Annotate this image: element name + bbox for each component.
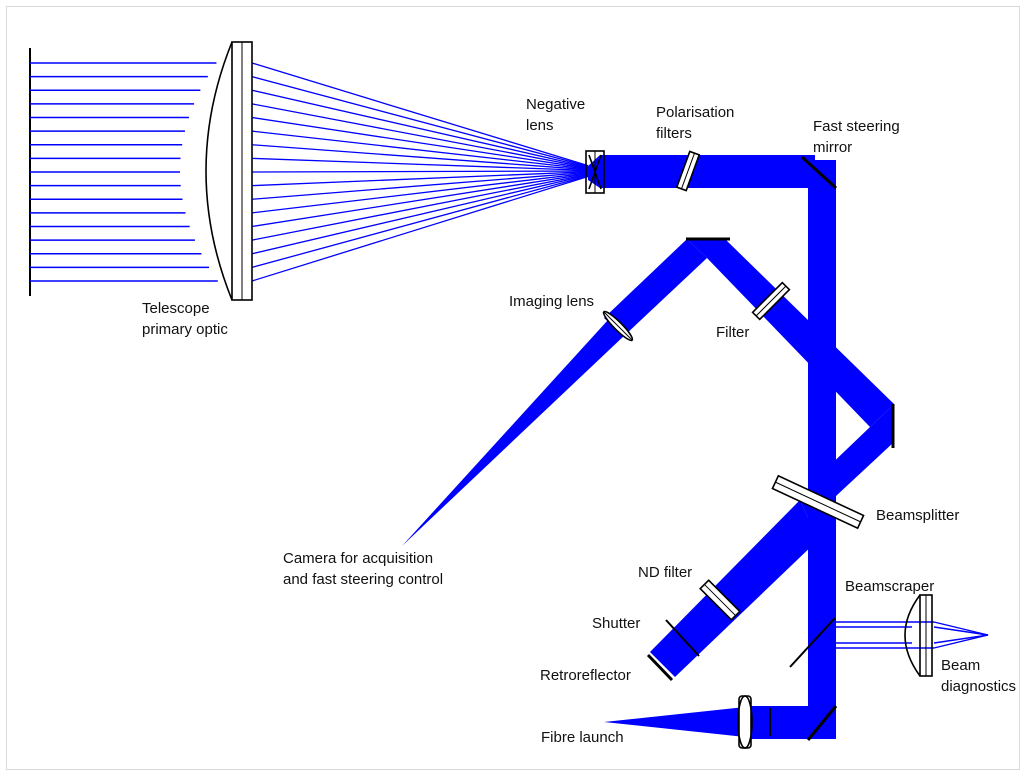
label-polarisation-filters: Polarisation filters [656,102,734,144]
label-nd-filter: ND filter [638,562,692,583]
label-imaging-lens: Imaging lens [509,291,594,312]
main-beam [588,155,836,739]
label-beam-diagnostics: Beam diagnostics [941,655,1016,697]
converging-ray [251,172,589,214]
label-fibre-launch: Fibre launch [541,727,624,748]
nd-filter [699,579,741,621]
converging-ray [251,130,589,170]
converging-ray [251,157,589,172]
label-filter: Filter [716,322,749,343]
fibre-launch-lens [737,695,771,749]
diagnostic-beam-path [402,239,894,677]
converging-ray [251,75,589,167]
beam-diagnostics-path [826,621,989,649]
converging-ray [251,144,589,171]
label-line: Fibre launch [541,729,624,746]
label-line: Telescope [142,300,210,317]
telescope-primary-optic [205,41,253,301]
converging-ray [251,175,589,282]
beam-diagnostics-lens [904,594,933,677]
negative-lens [585,150,605,194]
label-line: and fast steering control [283,571,444,588]
label-line: Camera for acquisition [283,550,434,567]
label-line: Shutter [592,615,641,632]
beamsplitter [771,474,865,530]
converging-ray [251,170,589,173]
converging-ray [251,103,589,169]
label-fast-steering-mirror: Fast steering mirror [813,116,900,158]
label-negative-lens: Negative lens [526,94,585,136]
bottom-mirror [806,705,838,741]
fast-steering-mirror [800,155,838,190]
shutter [665,619,700,657]
label-line: primary optic [142,321,228,338]
diagram-frame [6,6,1020,770]
imaging-lens [602,310,634,342]
label-line: diagnostics [941,678,1017,695]
label-camera: Camera for acquisition and fast steering… [283,548,443,590]
beamscraper [789,617,836,668]
converging-ray [251,89,589,168]
converging-ray [251,62,589,167]
label-line: Filter [716,324,750,341]
converging-ray [251,116,589,169]
label-line: Polarisation [656,104,735,121]
filter [751,281,791,321]
incoming-rays [30,62,218,282]
label-telescope-primary-optic: Telescope primary optic [142,298,228,340]
converging-rays [251,62,589,282]
polarisation-filters [675,150,701,192]
converging-ray [251,171,589,200]
label-line: Retroreflector [540,667,631,684]
converging-ray [251,173,589,228]
label-retroreflector: Retroreflector [540,665,631,686]
label-line: Beam [941,657,981,674]
label-beamsplitter: Beamsplitter [876,505,959,526]
label-line: Negative [526,96,586,113]
converging-ray [251,175,589,269]
label-line: lens [526,117,554,134]
label-line: Imaging lens [509,293,595,310]
converging-ray [251,173,589,241]
label-line: ND filter [638,564,693,581]
label-line: Fast steering [813,118,900,135]
label-line: Beamsplitter [876,507,960,524]
label-shutter: Shutter [592,613,640,634]
converging-ray [251,171,589,187]
label-line: mirror [813,139,853,156]
label-beamscraper: Beamscraper [845,576,934,597]
label-line: filters [656,125,692,142]
converging-ray [251,174,589,255]
label-line: Beamscraper [845,578,935,595]
retroreflector [646,653,674,682]
